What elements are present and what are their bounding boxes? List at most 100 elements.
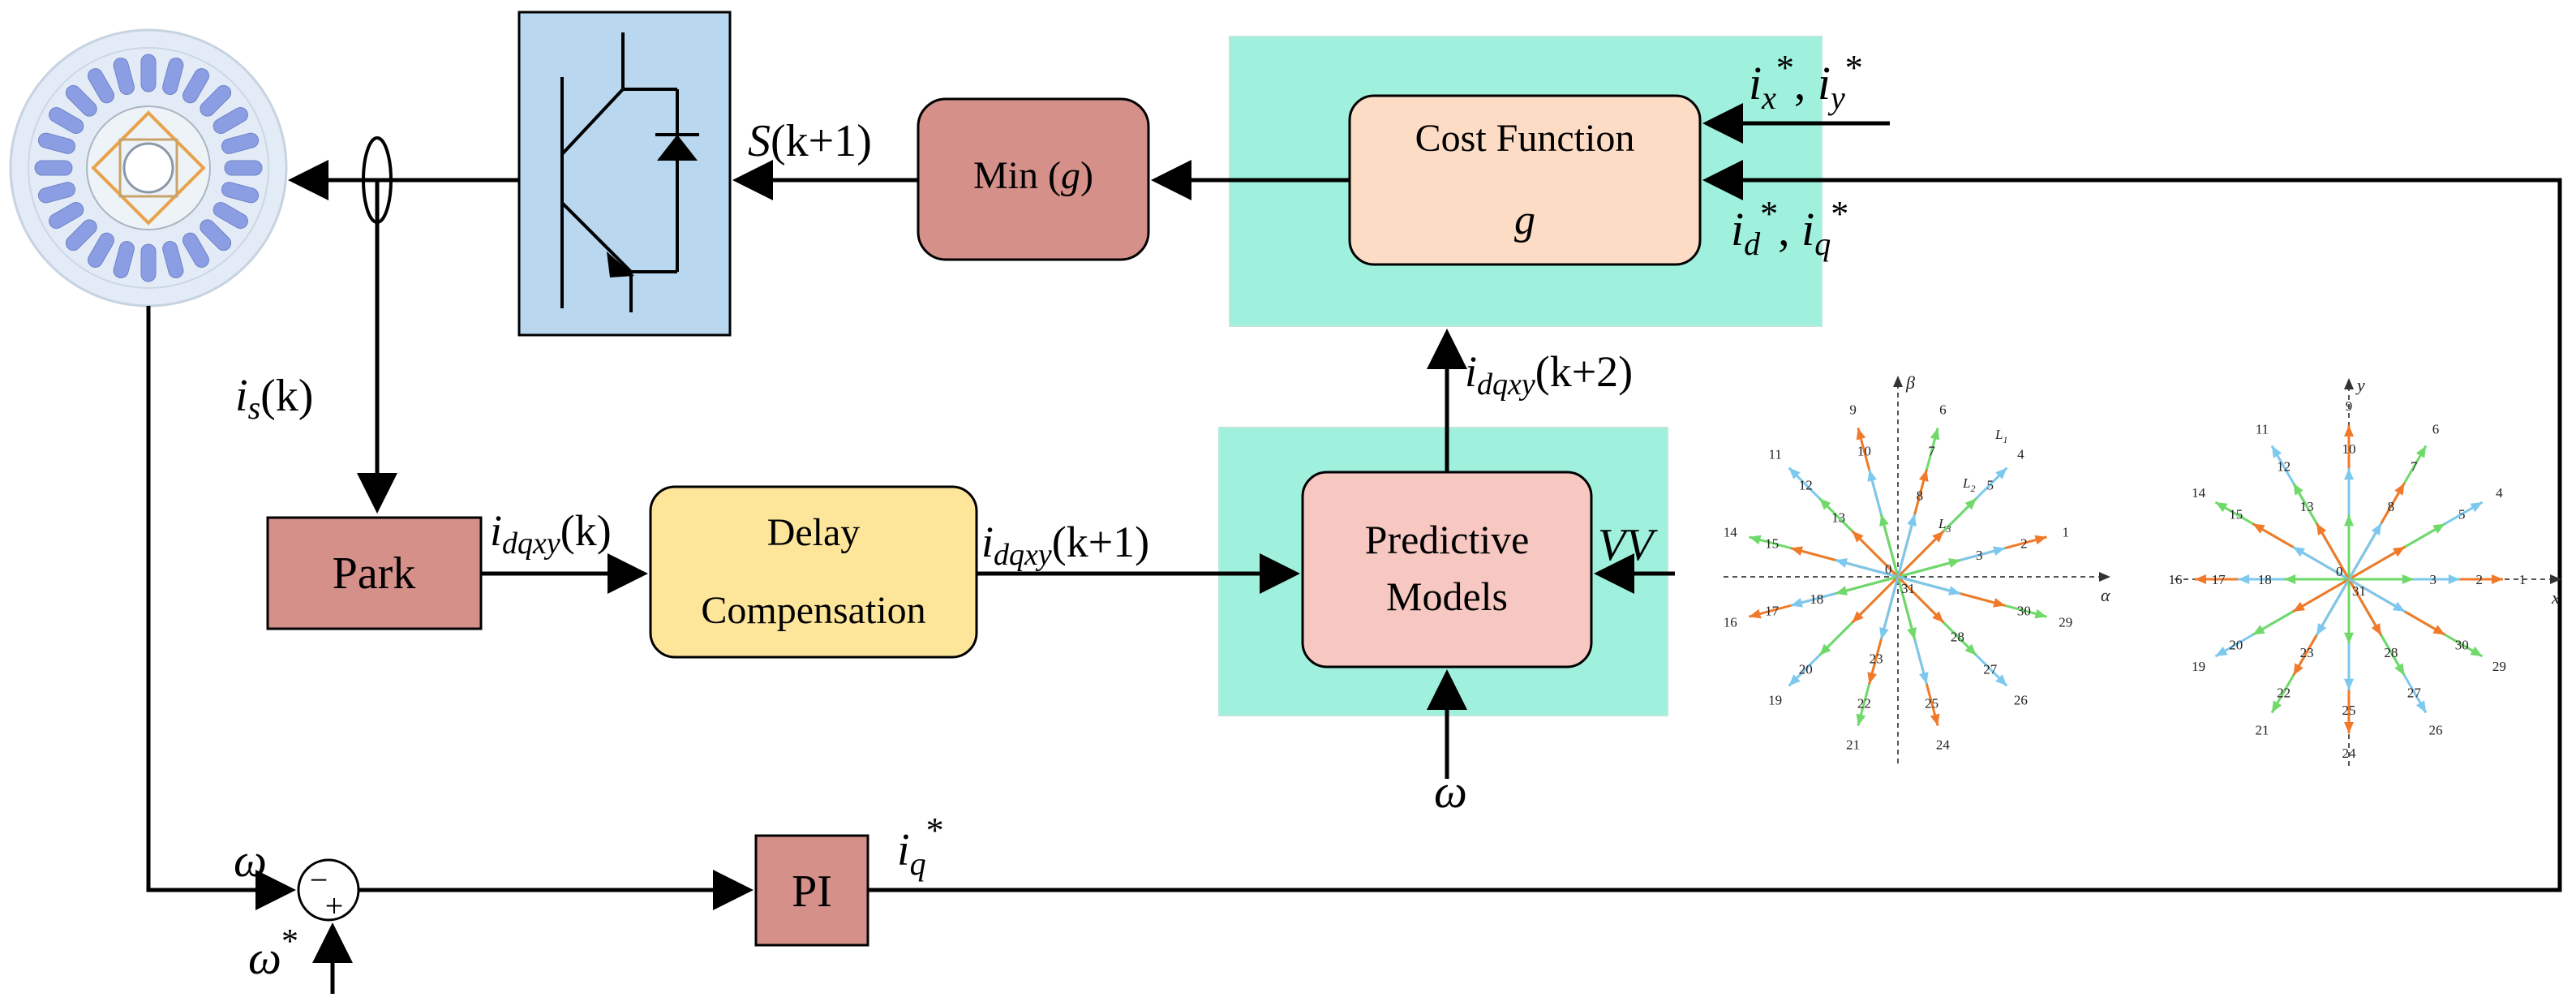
vector-label: 8 [1917, 488, 1924, 504]
vector-label: 17 [2212, 572, 2226, 587]
vector-arrowhead [1932, 611, 1944, 623]
vector-label: 19 [1768, 692, 1782, 707]
vector-label: 26 [2014, 692, 2028, 707]
predictive-models-block: Predictive Models [1301, 471, 1593, 669]
ix-base: i [1749, 57, 1762, 110]
vector-arrowhead [1930, 428, 1940, 441]
vector-label: 22 [2277, 685, 2290, 700]
vector-label: 10 [1857, 444, 1871, 459]
vector-arrowhead [2448, 574, 2460, 584]
stator-slot [65, 219, 97, 252]
vector-label: 1 [2062, 525, 2069, 540]
is-k-sub: s [248, 389, 261, 426]
vector-arrowhead [1995, 674, 2007, 686]
s-k1-base: S [748, 116, 771, 166]
vector-label: 25 [2342, 703, 2356, 718]
ixy-separator: , [1794, 57, 1818, 110]
zero-vector-label: 31 [1901, 581, 1915, 596]
horizontal-axis-label: α [2101, 585, 2110, 605]
vector-arrowhead [2034, 535, 2047, 545]
iq-ref-base: i [897, 825, 910, 875]
vector-label: 23 [1870, 651, 1883, 666]
vector-arrowhead [2392, 601, 2406, 612]
vector-arrowhead [1995, 467, 2007, 479]
vector-label: 25 [1925, 695, 1938, 711]
vector-label: 13 [2300, 499, 2314, 514]
vector-arrowhead [2215, 502, 2228, 513]
vector-label: 16 [2169, 572, 2183, 587]
vector-label: 18 [2258, 572, 2272, 587]
stator-slot [162, 240, 184, 279]
vector-label: 12 [2277, 459, 2290, 475]
vector-arrowhead [2415, 445, 2426, 458]
vector-label: 28 [2384, 645, 2398, 660]
vector-arrowhead [1856, 428, 1866, 441]
iy-base: i [1818, 57, 1831, 110]
vector-label: 11 [1768, 447, 1781, 462]
vector-label: 20 [2229, 637, 2243, 652]
stator-slot [88, 68, 114, 104]
vector-arrowhead [2215, 646, 2228, 656]
stator-slot [113, 240, 135, 279]
idqxy-k1-base: i [981, 518, 994, 566]
vector-arrowhead [2316, 522, 2327, 536]
vector-label: 1 [2519, 572, 2527, 587]
inverter-switch-icon [517, 11, 732, 337]
id-sup: * [1760, 194, 1778, 234]
delay-compensation-block: Delay Compensation [649, 485, 978, 659]
vector-arrowhead [2492, 574, 2503, 584]
vector-label: 6 [1939, 402, 1947, 417]
iq-base: i [1801, 203, 1814, 256]
vector-arrowhead [2470, 646, 2483, 656]
stator-slot [140, 243, 157, 282]
vector-arrowhead [2292, 601, 2306, 612]
svg-text:ω*: ω* [248, 923, 298, 984]
vector-arrowhead [2034, 608, 2047, 619]
zero-vector-label: 0 [2336, 564, 2343, 579]
vector-label: 24 [1936, 737, 1951, 753]
vector-arrowhead [2432, 625, 2445, 635]
vector-label: 9 [2346, 398, 2353, 414]
stator-slot [224, 160, 263, 176]
vector-label: 15 [2229, 507, 2243, 522]
vector-arrowhead [2292, 547, 2306, 557]
vector-label: 15 [1765, 535, 1779, 551]
vector-label: 13 [1831, 510, 1845, 526]
signal-wires [146, 103, 2562, 994]
line-label-subscript: 3 [1945, 523, 1951, 535]
vector-arrowhead [2344, 722, 2354, 733]
vector-arrowhead [1788, 467, 1801, 479]
line-label: L1 [1994, 427, 2007, 445]
line-label-subscript: 1 [2003, 434, 2007, 445]
vector-arrowhead [1788, 674, 1801, 686]
vector-arrowhead [1918, 672, 1929, 685]
idqxy-k2-base: i [1465, 347, 1477, 396]
vector-arrowhead [2371, 622, 2381, 636]
svg-text:idqxy(k): idqxy(k) [490, 506, 612, 561]
current-sensor-icon [362, 136, 393, 224]
vector-arrowhead [1852, 531, 1864, 543]
vector-label: 26 [2429, 722, 2443, 737]
horizontal-axis-label: x [2551, 587, 2560, 608]
cost-function-block: Cost Function g [1348, 94, 1702, 266]
stator-slot [88, 232, 114, 268]
vector-label: 27 [2407, 685, 2422, 700]
vector-arrowhead [1932, 531, 1944, 543]
vector-arrowhead [2272, 445, 2282, 458]
stator-slot [200, 84, 232, 117]
vector-arrowhead [2316, 622, 2327, 636]
line-label: L2 [1962, 475, 1975, 494]
omega-feedback-label: ω [234, 834, 267, 887]
vector-label: 22 [1857, 695, 1871, 711]
vector-arrowhead [2344, 678, 2354, 690]
vector-label: 12 [1799, 477, 1813, 492]
sum-plus-sign: + [325, 888, 344, 924]
vector-arrowhead [1948, 558, 1961, 568]
vector-arrowhead [2293, 483, 2303, 496]
vector-arrowhead [2392, 547, 2406, 557]
idqxy-k2-args: (k+2) [1535, 347, 1633, 396]
vector-label: 5 [1986, 477, 1994, 492]
idq-separator: , [1778, 203, 1801, 256]
stator-slot [200, 219, 232, 252]
